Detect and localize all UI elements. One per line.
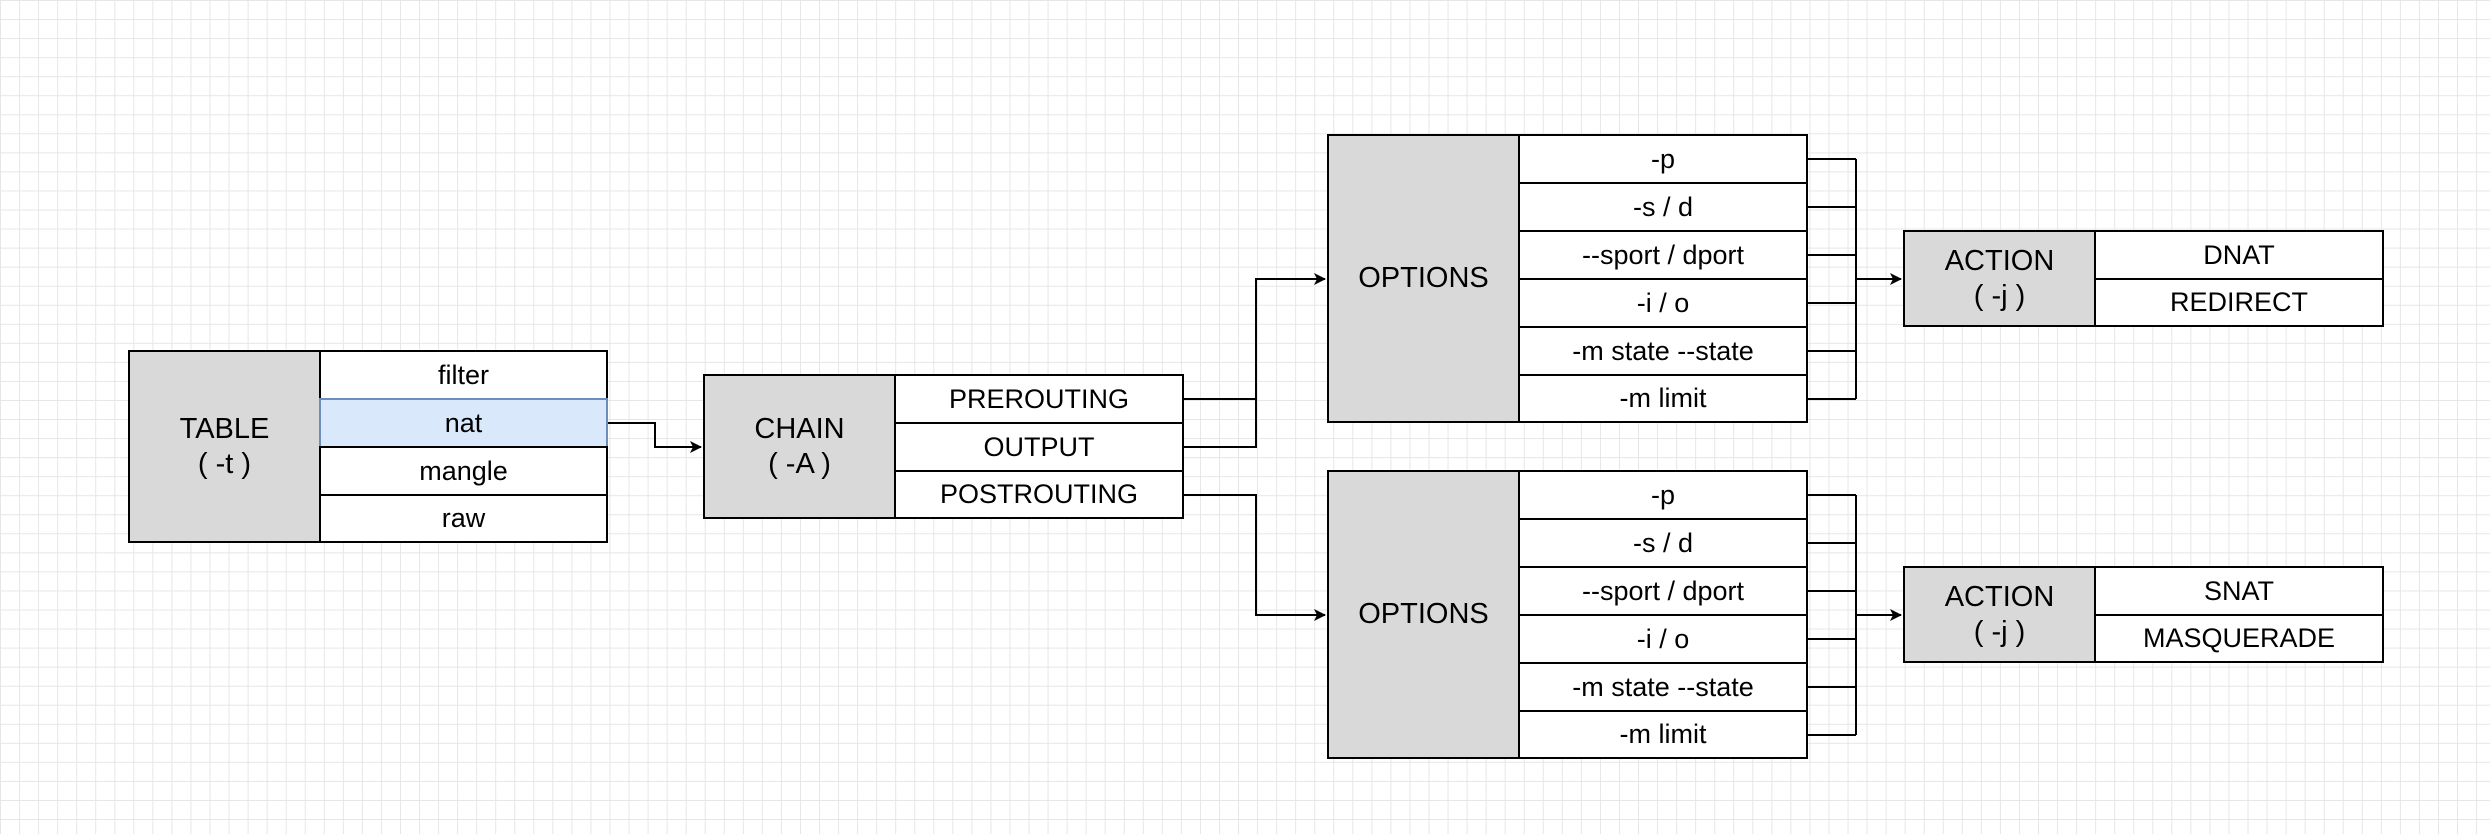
- chain-title: CHAIN: [754, 412, 845, 445]
- options-top-header[interactable]: OPTIONS: [1327, 134, 1520, 423]
- options-bottom-row-limit[interactable]: -m limit: [1518, 710, 1808, 759]
- action-bottom-row-masquerade[interactable]: MASQUERADE: [2094, 614, 2384, 663]
- action-top-title: ACTION: [1944, 244, 2055, 277]
- action-top-flag: ( -j ): [1973, 279, 2026, 312]
- table-row-raw[interactable]: raw: [319, 494, 608, 543]
- bracket-options-top: [1808, 158, 1857, 400]
- action-bottom-title: ACTION: [1944, 580, 2055, 613]
- action-top-row-dnat[interactable]: DNAT: [2094, 230, 2384, 280]
- chain-flag: ( -A ): [768, 447, 831, 480]
- bracket-options-bottom: [1808, 494, 1857, 736]
- connector-prerouting-to-options-top: [1184, 273, 1326, 400]
- table-header[interactable]: TABLE ( -t ): [128, 350, 321, 543]
- chain-header[interactable]: CHAIN ( -A ): [703, 374, 896, 519]
- options-bottom-header[interactable]: OPTIONS: [1327, 470, 1520, 759]
- table-flag: ( -t ): [197, 447, 252, 480]
- table-title: TABLE: [179, 412, 270, 445]
- action-top-row-redirect[interactable]: REDIRECT: [2094, 278, 2384, 327]
- chain-row-postrouting[interactable]: POSTROUTING: [894, 470, 1184, 519]
- connector-nat-to-chain: [608, 422, 702, 453]
- table-row-filter[interactable]: filter: [319, 350, 608, 400]
- connector-output-to-options-top: [1184, 399, 1257, 448]
- connector-postrouting-to-options-bottom: [1184, 494, 1326, 621]
- action-top-header[interactable]: ACTION ( -j ): [1903, 230, 2096, 327]
- options-bottom-row-state[interactable]: -m state --state: [1518, 662, 1808, 712]
- action-bottom-flag: ( -j ): [1973, 615, 2026, 648]
- options-bottom-row-ports[interactable]: --sport / dport: [1518, 566, 1808, 616]
- action-bottom-header[interactable]: ACTION ( -j ): [1903, 566, 2096, 663]
- action-bottom-row-snat[interactable]: SNAT: [2094, 566, 2384, 616]
- options-top-row-limit[interactable]: -m limit: [1518, 374, 1808, 423]
- options-top-row-interface[interactable]: -i / o: [1518, 278, 1808, 328]
- options-top-title: OPTIONS: [1358, 262, 1489, 294]
- options-bottom-title: OPTIONS: [1358, 598, 1489, 630]
